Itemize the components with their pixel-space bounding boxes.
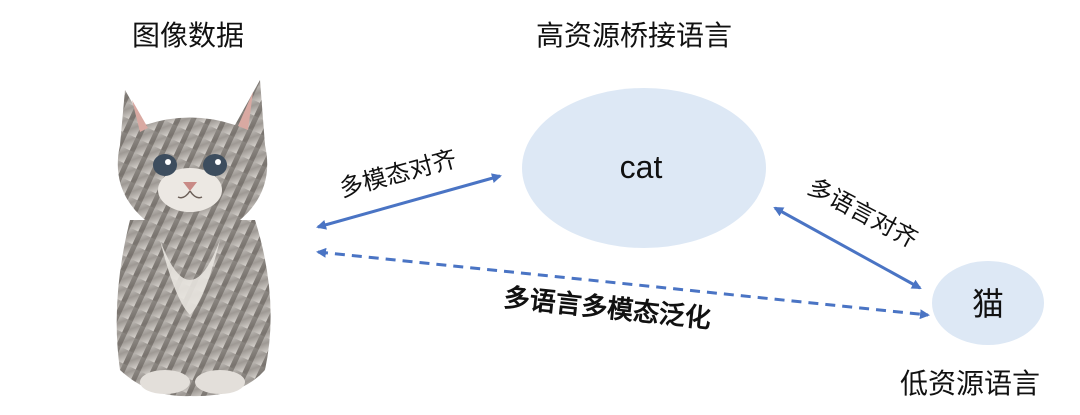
image-data-heading: 图像数据 — [132, 19, 245, 52]
multimodal-align-arrow — [316, 173, 502, 230]
high-resource-heading: 高资源桥接语言 — [536, 19, 733, 52]
high-resource-node — [522, 88, 766, 248]
cat-node-label: cat — [620, 149, 663, 185]
low-resource-node — [932, 261, 1044, 345]
low-resource-heading: 低资源语言 — [900, 367, 1041, 400]
mao-node-label: 猫 — [972, 285, 1004, 323]
generalization-arrow — [316, 247, 930, 320]
kitten-photo-icon — [116, 80, 271, 397]
kitten-image — [90, 70, 290, 400]
multilingual-align-label: 多语言对齐 — [803, 173, 922, 254]
